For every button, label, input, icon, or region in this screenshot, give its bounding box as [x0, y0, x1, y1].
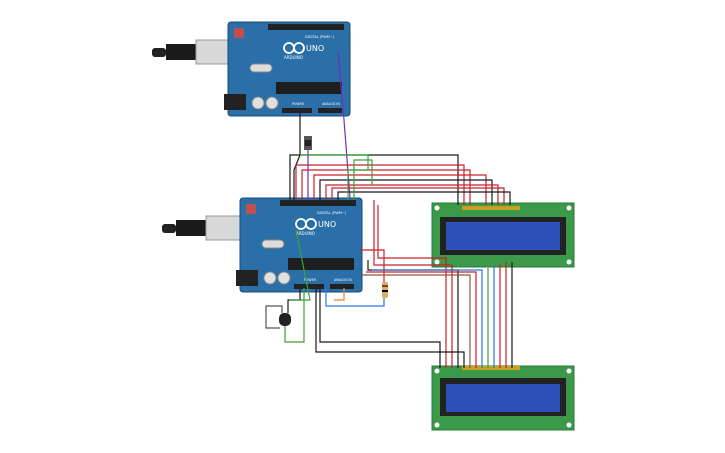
microcontroller-chip-top — [276, 82, 342, 94]
power-jack-top — [224, 94, 246, 110]
power-header-top[interactable] — [282, 108, 312, 113]
temperature-sensor[interactable] — [279, 313, 291, 326]
digital-header-bottom[interactable] — [280, 200, 356, 206]
board-brand-bottom: ARDUINO — [296, 231, 315, 236]
arduino-board-top[interactable]: UNO ARDUINO DIGITAL (PWM~) POWER ANALOG … — [152, 21, 351, 117]
lcd-screen-bottom — [446, 384, 560, 412]
pushbutton[interactable] — [304, 136, 312, 150]
board-model-bottom: UNO — [318, 220, 336, 229]
board-model-top: UNO — [306, 44, 324, 53]
microcontroller-chip-bottom — [288, 258, 354, 270]
lcd-screen-top — [446, 222, 560, 250]
analog-header-top[interactable] — [318, 108, 342, 113]
analog-label-bottom: ANALOG IN — [334, 278, 352, 282]
arduino-logo-bottom: UNO ARDUINO — [295, 218, 336, 236]
digital-label-bottom: DIGITAL (PWM~) — [317, 211, 347, 215]
usb-cable-bottom — [162, 215, 241, 241]
arduino-board-bottom[interactable]: UNO ARDUINO DIGITAL (PWM~) POWER ANALOG … — [162, 197, 363, 293]
reset-button-top[interactable] — [234, 28, 244, 38]
power-jack-bottom — [236, 270, 258, 286]
digital-label-top: DIGITAL (PWM~) — [305, 35, 335, 39]
analog-header-bottom[interactable] — [330, 284, 354, 289]
lcd-display-top[interactable] — [431, 202, 575, 268]
power-label-top: POWER — [292, 102, 305, 106]
arduino-logo-top: UNO ARDUINO — [283, 42, 324, 60]
reset-button-bottom[interactable] — [246, 204, 256, 214]
lcd-pins-bottom[interactable] — [462, 366, 520, 370]
digital-header-top[interactable] — [268, 24, 344, 30]
power-header-bottom[interactable] — [294, 284, 324, 289]
power-label-bottom: POWER — [304, 278, 317, 282]
lcd-pins-top[interactable] — [462, 206, 520, 210]
board-brand-top: ARDUINO — [284, 55, 303, 60]
wires — [265, 51, 513, 368]
analog-label-top: ANALOG IN — [322, 102, 340, 106]
usb-cable-top — [152, 39, 231, 65]
resistor[interactable] — [382, 282, 388, 298]
wire-black[interactable] — [293, 113, 301, 200]
lcd-display-bottom[interactable] — [431, 365, 575, 431]
